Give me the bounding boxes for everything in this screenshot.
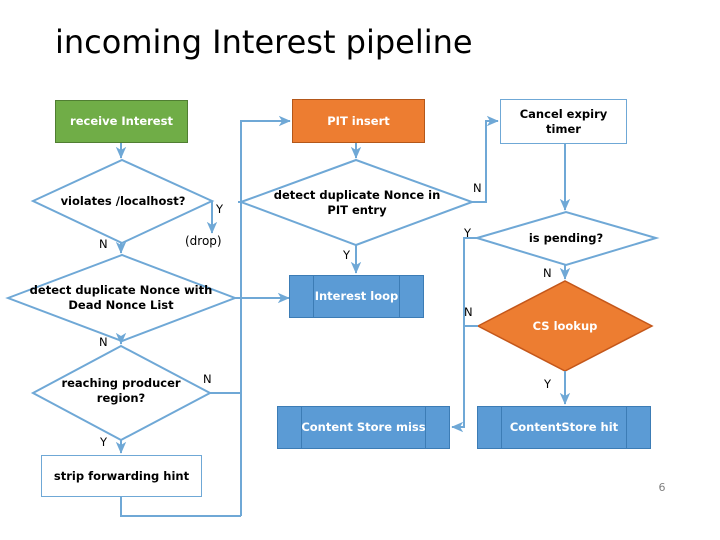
node-receive-interest-label: receive Interest — [70, 114, 173, 128]
edge-is-pending-yes-cs-miss — [451, 237, 477, 433]
edge-label-dnl-no: N — [99, 335, 108, 349]
node-content-store-miss[interactable]: Content Store miss — [277, 406, 450, 449]
node-cancel-expiry-timer[interactable]: Cancel expiry timer — [500, 99, 627, 144]
node-content-store-miss-label: Content Store miss — [301, 420, 426, 434]
node-pit-insert[interactable]: PIT insert — [292, 99, 425, 143]
node-receive-interest[interactable]: receive Interest — [55, 100, 188, 143]
node-pit-insert-label: PIT insert — [327, 113, 390, 128]
node-strip-forwarding-hint[interactable]: strip forwarding hint — [41, 455, 202, 497]
page-number: 6 — [658, 481, 666, 494]
diamond-reaching-producer-region — [30, 344, 213, 442]
edge-dup-nonce-no-cancel-timer — [472, 115, 499, 203]
edge-label-violates-yes: Y — [216, 202, 224, 216]
node-content-store-hit-label: ContentStore hit — [509, 420, 619, 434]
drop-text: (drop) — [185, 234, 222, 248]
node-strip-forwarding-hint-label: strip forwarding hint — [53, 468, 190, 483]
edge-label-is-pending-no: N — [543, 266, 552, 280]
edge-label-is-pending-yes: Y — [464, 226, 472, 240]
diamond-detect-dup-nonce-dnl — [5, 253, 238, 343]
edge-label-cs-lookup-yes: Y — [544, 377, 552, 391]
edge-label-dup-pit-yes: Y — [343, 248, 351, 262]
node-drop-label: (drop) — [185, 234, 255, 248]
edge-label-violates-no: N — [99, 237, 108, 251]
diamond-cs-lookup — [476, 280, 654, 372]
page-title: incoming Interest pipeline — [55, 23, 473, 61]
node-interest-loop[interactable]: Interest loop — [289, 275, 424, 318]
edge-strip-hint-to-riser — [120, 497, 241, 517]
edge-label-dup-pit-no: N — [473, 181, 482, 195]
edge-label-cs-lookup-no: N — [464, 305, 473, 319]
edge-riser-to-pit-insert — [240, 115, 291, 516]
diamond-detect-dup-nonce-pit — [238, 158, 475, 247]
node-cancel-expiry-timer-label: Cancel expiry timer — [519, 106, 608, 136]
node-content-store-hit[interactable]: ContentStore hit — [477, 406, 651, 449]
edge-label-producer-region-no: N — [203, 372, 212, 386]
edge-label-producer-region-yes: Y — [100, 435, 108, 449]
diamond-is-pending — [473, 210, 660, 267]
diamond-violates-localhost — [30, 158, 215, 245]
node-interest-loop-label: Interest loop — [314, 289, 399, 303]
